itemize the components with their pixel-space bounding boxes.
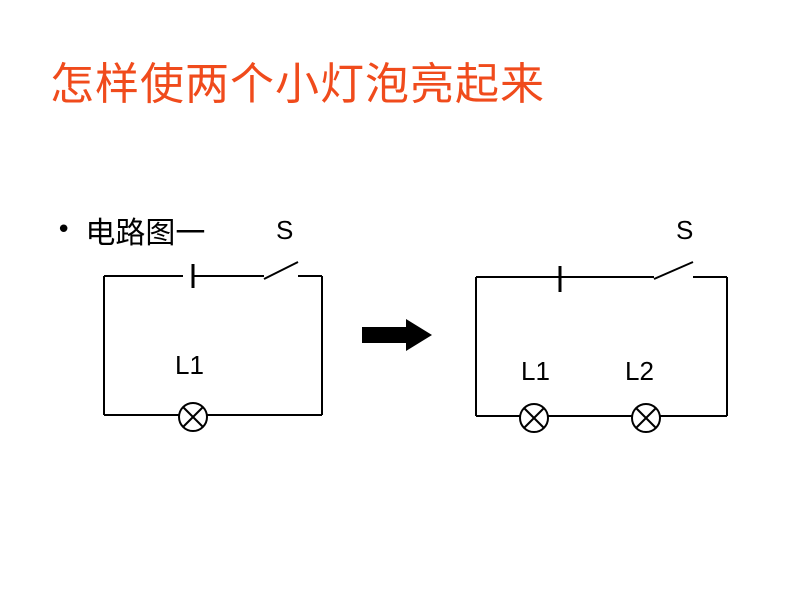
bullet-dot: • [56, 215, 72, 245]
page-title: 怎样使两个小灯泡亮起来 [50, 59, 545, 110]
circuit-one-switch [263, 261, 299, 280]
circuit-two-lamp1-label: L1 [521, 356, 550, 386]
circuit-one-lamp-label: L1 [175, 350, 204, 380]
lamp-icon [631, 403, 661, 433]
circuit-two-switch [653, 261, 694, 280]
right-arrow-icon [362, 319, 432, 351]
circuit-two-lamp2-label: L2 [625, 356, 654, 386]
bullet-text: 电路图一 [85, 216, 206, 251]
circuit-two [475, 261, 728, 433]
lamp-icon [178, 402, 208, 432]
circuit-one-switch-label: S [276, 215, 293, 245]
bullet-item: • 电路图一 [56, 208, 205, 252]
circuit-two-switch-label: S [676, 215, 693, 245]
lamp-icon [519, 403, 549, 433]
circuit-one [103, 261, 323, 432]
